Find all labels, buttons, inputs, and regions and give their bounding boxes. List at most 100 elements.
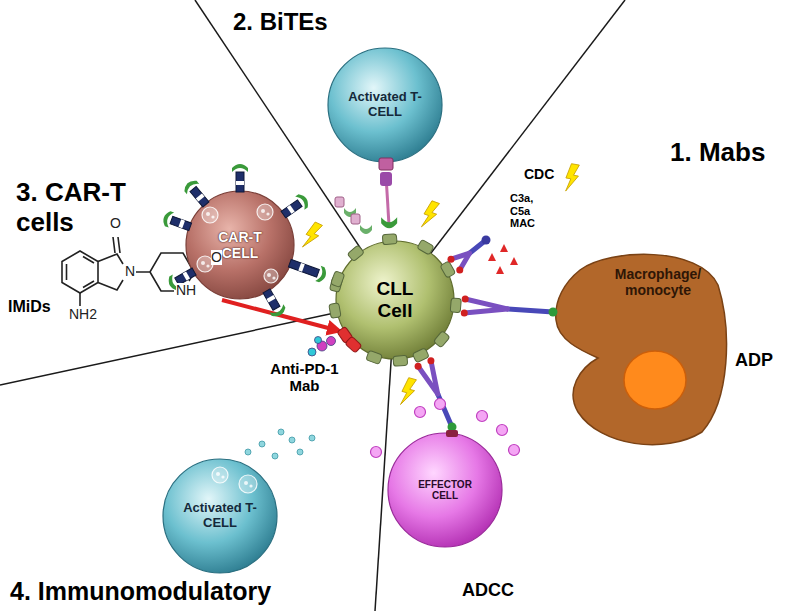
vesicle bbox=[212, 467, 228, 483]
bite-molecule bbox=[351, 214, 360, 224]
nucleus bbox=[624, 351, 686, 409]
antibody-label: Anti-PD-1 Mab bbox=[262, 360, 347, 395]
bite-molecule bbox=[360, 225, 372, 234]
car-stalk bbox=[236, 172, 244, 192]
cytokine bbox=[259, 441, 265, 447]
antigen-binding-site bbox=[415, 363, 422, 370]
vesicle-granule bbox=[267, 273, 271, 277]
macrophage-body bbox=[556, 254, 727, 444]
cytokine bbox=[245, 449, 251, 455]
chimeric-antigen-receptor bbox=[287, 256, 328, 284]
cell-label: Activated T-CELL bbox=[181, 501, 259, 531]
chimeric-antigen-receptor bbox=[182, 178, 212, 210]
surface-receptor bbox=[450, 298, 461, 313]
vesicle-granule bbox=[216, 472, 220, 476]
section-heading: 3. CAR-T cells bbox=[16, 178, 166, 238]
surface-receptor bbox=[382, 234, 397, 245]
car-stalk bbox=[281, 200, 302, 218]
car-stripe bbox=[178, 219, 184, 228]
cytokine bbox=[289, 437, 295, 443]
drug-label: IMiDs bbox=[8, 298, 51, 316]
cytotoxic-granule bbox=[509, 445, 520, 456]
antigen-binding-site bbox=[427, 357, 434, 364]
complement-label: C3a, C5a MAC bbox=[510, 192, 542, 230]
vesicle-granule bbox=[249, 484, 252, 487]
complement-fragment bbox=[488, 253, 496, 261]
surface-receptor bbox=[433, 331, 450, 348]
car-stripe bbox=[267, 295, 276, 302]
vesicle bbox=[239, 475, 257, 493]
lightning-bolt bbox=[399, 377, 418, 407]
cell-label: Activated T-CELL bbox=[346, 90, 424, 120]
surface-receptor bbox=[366, 350, 383, 364]
anti-pd1-antibody bbox=[308, 348, 316, 356]
surface-receptor bbox=[440, 261, 456, 278]
anti-pd1-antibody bbox=[315, 337, 322, 344]
mechanism-label: ADP bbox=[735, 350, 773, 371]
mechanism-label: ADCC bbox=[462, 580, 514, 601]
car-stripe bbox=[196, 193, 205, 201]
sector-lines bbox=[0, 0, 625, 611]
car-stalk bbox=[170, 216, 192, 230]
car-binder bbox=[270, 304, 288, 319]
cytotoxic-granule bbox=[435, 399, 446, 410]
complement-fragment bbox=[500, 244, 508, 252]
surface-receptor bbox=[329, 303, 341, 319]
macrophage: Macrophage/ monocyte bbox=[550, 250, 725, 445]
cytokine bbox=[309, 435, 315, 441]
t-cell: Activated T-CELL bbox=[327, 47, 443, 163]
cytotoxic-granule bbox=[371, 447, 382, 458]
chimeric-antigen-receptor bbox=[161, 210, 193, 235]
car-stalk bbox=[263, 289, 280, 310]
cytotoxic-granule bbox=[477, 411, 488, 422]
car-stalk bbox=[288, 259, 319, 277]
surface-receptor bbox=[345, 336, 362, 353]
vesicle-granule bbox=[261, 209, 265, 213]
cell-label: CLL Cell bbox=[370, 278, 420, 322]
vesicle-granule bbox=[206, 212, 210, 216]
car-binder bbox=[315, 266, 328, 284]
car-stripe bbox=[236, 181, 244, 185]
section-heading: 1. Mabs bbox=[670, 138, 765, 168]
cell-label: EFFECTOR CELL bbox=[413, 479, 477, 502]
antigen-binding-site bbox=[447, 256, 454, 263]
vesicle bbox=[202, 207, 218, 223]
cell-label: Macrophage/ monocyte bbox=[608, 266, 708, 298]
cytokine bbox=[272, 453, 278, 459]
antibody bbox=[447, 236, 490, 274]
cell-body bbox=[163, 459, 277, 573]
vesicle-granule bbox=[221, 475, 224, 478]
lactam-ring bbox=[98, 254, 123, 290]
fc-region bbox=[482, 236, 491, 245]
antigen-binding-site bbox=[461, 310, 468, 317]
vesicle bbox=[257, 204, 273, 220]
lightning-bolt bbox=[564, 163, 581, 193]
atom-label: N bbox=[125, 264, 135, 279]
car-binder bbox=[161, 210, 174, 228]
surface-receptor bbox=[412, 348, 429, 363]
surface-receptor bbox=[347, 245, 364, 262]
lightning-bolt bbox=[301, 221, 324, 251]
atom-label: NH bbox=[176, 283, 196, 298]
benzene-ring bbox=[62, 251, 98, 293]
antibody bbox=[415, 357, 457, 431]
car-binder bbox=[232, 164, 248, 172]
lightning-bolt bbox=[420, 200, 441, 230]
mechanism-label: CDC bbox=[524, 166, 554, 182]
complement-fragment bbox=[510, 257, 518, 265]
vesicle-granule bbox=[201, 261, 205, 265]
vesicle-granule bbox=[272, 276, 275, 279]
vesicle-granule bbox=[211, 215, 214, 218]
surface-receptor bbox=[331, 271, 345, 288]
section-heading: 4. Immunomodulatory bbox=[10, 577, 271, 606]
vesicle-granule bbox=[206, 264, 209, 267]
cell-body bbox=[328, 48, 442, 162]
effector-cell: EFFECTOR CELL bbox=[387, 432, 503, 548]
atom-label: O bbox=[110, 216, 121, 231]
car-t-cell: CAR-T CELL bbox=[185, 190, 295, 300]
antibody-arm bbox=[464, 309, 507, 313]
cytokine bbox=[297, 449, 303, 455]
complement-fragment bbox=[496, 266, 504, 274]
car-stripe bbox=[287, 205, 295, 214]
double-bond bbox=[67, 257, 95, 288]
